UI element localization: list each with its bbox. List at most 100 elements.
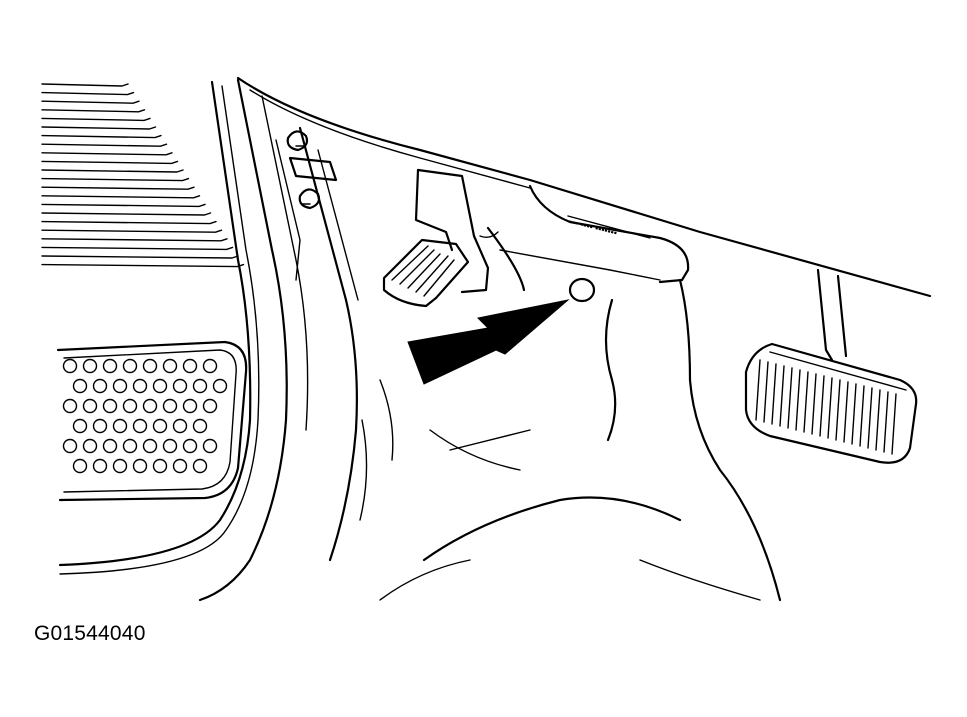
grille-hole bbox=[192, 418, 208, 434]
grille-hole bbox=[142, 358, 158, 374]
svg-text:▪▪▪ ▪▪▪▪ ▪▪▪▪▪▪▪: ▪▪▪ ▪▪▪▪ ▪▪▪▪▪▪▪ bbox=[568, 216, 619, 238]
grille-hole bbox=[162, 398, 178, 414]
grille-hole bbox=[72, 418, 88, 434]
grille-hole bbox=[202, 398, 218, 414]
vent-slat bbox=[41, 195, 201, 199]
pedal-rib bbox=[787, 367, 793, 429]
floor-contours bbox=[359, 226, 782, 602]
grille-hole bbox=[182, 398, 198, 414]
grille-hole bbox=[82, 438, 98, 454]
pedal-rib bbox=[771, 363, 777, 425]
grille-hole bbox=[152, 458, 168, 474]
vent-slat bbox=[41, 169, 184, 173]
vent-slat bbox=[41, 238, 228, 242]
grille-hole bbox=[122, 398, 138, 414]
grille-hole bbox=[182, 438, 198, 454]
vent-slat bbox=[41, 186, 195, 190]
grille-hole bbox=[72, 378, 88, 394]
grille-hole bbox=[122, 358, 138, 374]
vent-slat bbox=[41, 160, 179, 165]
grille-hole bbox=[192, 458, 208, 474]
dashboard-lower-edge: ▪▪▪ ▪▪▪▪ ▪▪▪▪▪▪▪ bbox=[236, 76, 932, 298]
access-plug bbox=[568, 277, 596, 303]
vent-slat bbox=[41, 83, 129, 87]
grille-hole bbox=[172, 378, 188, 394]
grille-hole bbox=[162, 438, 178, 454]
vent-slat bbox=[41, 152, 173, 156]
grille-hole bbox=[132, 458, 148, 474]
grille-hole bbox=[102, 438, 118, 454]
vent-slat bbox=[41, 246, 234, 251]
vent-slats bbox=[41, 83, 245, 268]
grille-hole bbox=[62, 438, 78, 454]
parking-brake-pedal bbox=[382, 168, 499, 308]
vent-slat bbox=[41, 177, 190, 182]
vent-slat bbox=[41, 203, 206, 208]
grille-hole bbox=[162, 358, 178, 374]
pedal-rib bbox=[891, 393, 897, 455]
pedal-rib bbox=[883, 391, 889, 453]
vent-slat bbox=[41, 117, 151, 122]
grille-hole bbox=[202, 358, 218, 374]
grille-hole bbox=[122, 438, 138, 454]
pedal-rib bbox=[755, 359, 761, 421]
grille-hole bbox=[102, 398, 118, 414]
grille-hole bbox=[62, 358, 78, 374]
grille-hole bbox=[92, 458, 108, 474]
grille-hole bbox=[152, 378, 168, 394]
vent-slat bbox=[41, 134, 162, 139]
pedal-rib bbox=[875, 389, 881, 451]
pedal-rib bbox=[835, 379, 841, 441]
pedal-rib bbox=[811, 373, 817, 435]
vent-slat bbox=[41, 212, 212, 216]
vent-slat bbox=[41, 126, 157, 130]
vent-slat bbox=[41, 91, 135, 96]
pedal-rib bbox=[867, 387, 873, 449]
grille-hole bbox=[132, 418, 148, 434]
grille-hole bbox=[212, 378, 228, 394]
door-hinge-bolts bbox=[286, 130, 338, 210]
grille-holes bbox=[62, 358, 228, 474]
pointer-arrow bbox=[407, 299, 570, 385]
pedal-rib bbox=[843, 381, 849, 443]
grille-hole bbox=[152, 418, 168, 434]
pedal-rib bbox=[795, 369, 801, 431]
pedal-rib bbox=[827, 377, 833, 439]
grille-hole bbox=[92, 418, 108, 434]
vent-slat bbox=[41, 229, 223, 233]
speaker-grille bbox=[56, 340, 248, 502]
grille-hole bbox=[172, 458, 188, 474]
vent-slat bbox=[41, 220, 217, 225]
grille-hole bbox=[142, 438, 158, 454]
vent-slat bbox=[41, 255, 239, 259]
grille-hole bbox=[92, 378, 108, 394]
grille-hole bbox=[132, 378, 148, 394]
vent-slat bbox=[41, 143, 168, 147]
grille-hole bbox=[112, 458, 128, 474]
pedal-ribs bbox=[755, 359, 897, 455]
pedal-rib bbox=[803, 371, 809, 433]
accelerator-pedal bbox=[744, 268, 918, 464]
pedal-rib bbox=[779, 365, 785, 427]
figure-id-label: G01544040 bbox=[34, 622, 146, 645]
grille-hole bbox=[102, 358, 118, 374]
grille-hole bbox=[72, 458, 88, 474]
grille-hole bbox=[172, 418, 188, 434]
vent-slat bbox=[41, 263, 245, 268]
grille-hole bbox=[112, 418, 128, 434]
door-pillar bbox=[58, 78, 359, 602]
vent-slat bbox=[41, 100, 140, 104]
grille-hole bbox=[82, 398, 98, 414]
pedal-rib bbox=[851, 383, 857, 445]
pedal-rib bbox=[859, 385, 865, 447]
pedal-rib bbox=[819, 375, 825, 437]
vent-slat bbox=[41, 109, 146, 113]
grille-hole bbox=[182, 358, 198, 374]
grille-hole bbox=[192, 378, 208, 394]
pedal-rib bbox=[763, 361, 769, 423]
grille-hole bbox=[112, 378, 128, 394]
grille-hole bbox=[202, 438, 218, 454]
grille-hole bbox=[142, 398, 158, 414]
grille-hole bbox=[62, 398, 78, 414]
